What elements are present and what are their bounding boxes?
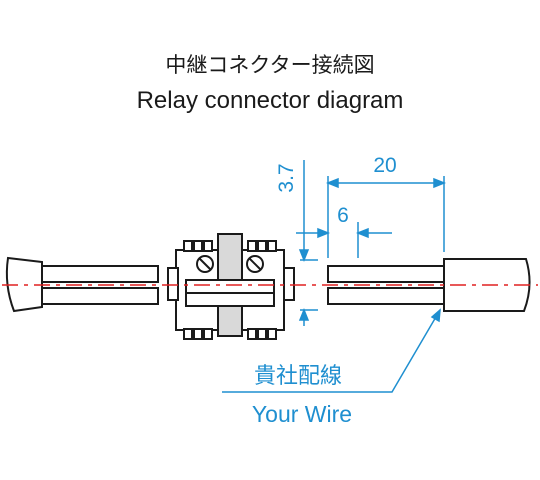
dimension-label-height: 3.7 xyxy=(275,163,298,192)
callout-your-wire-english: Your Wire xyxy=(252,401,352,427)
diagram-title-japanese: 中継コネクター接続図 xyxy=(165,53,374,77)
left-conductor-lower xyxy=(41,287,159,305)
callout-your-wire-japanese: 貴社配線 xyxy=(254,364,342,389)
right-conductor-upper xyxy=(327,265,445,283)
diagram-title-english: Relay connector diagram xyxy=(137,87,404,114)
left-conductor-upper xyxy=(41,265,159,283)
right-conductor-lower xyxy=(327,287,445,305)
dimension-label-length-strip: 6 xyxy=(337,204,349,227)
dimension-label-length-total: 20 xyxy=(373,154,396,177)
relay-connector xyxy=(167,233,295,340)
screw-terminal-left xyxy=(196,255,214,273)
connector-right-stub xyxy=(283,267,295,301)
dimension-lines xyxy=(222,160,447,393)
connector-top-teeth xyxy=(183,240,277,252)
connector-left-stub xyxy=(167,267,179,301)
callout-leader xyxy=(222,309,441,393)
screw-terminal-right xyxy=(246,255,264,273)
left-wire xyxy=(5,256,159,313)
connector-bottom-teeth xyxy=(183,328,277,340)
